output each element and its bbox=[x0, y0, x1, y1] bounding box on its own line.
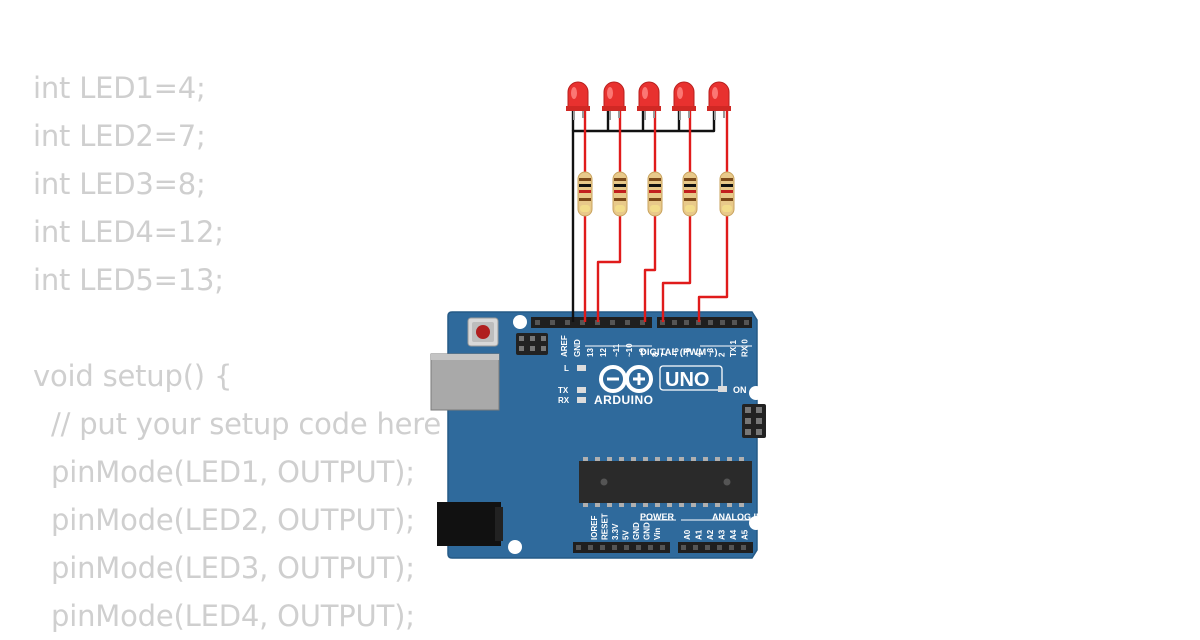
pin-label: 13 bbox=[586, 348, 595, 357]
power-header bbox=[573, 542, 670, 553]
pin-label: 3.3V bbox=[611, 523, 620, 540]
mounting-hole bbox=[513, 315, 527, 329]
pin-label: 4 bbox=[695, 352, 704, 357]
digital-header-label: DIGITAL (PWM ~) bbox=[640, 347, 718, 358]
pin-label: RESET bbox=[601, 513, 610, 540]
mounting-hole bbox=[508, 540, 522, 554]
code-line: void setup() { bbox=[33, 359, 233, 393]
signal-wires bbox=[583, 110, 729, 322]
svg-text:TX: TX bbox=[558, 386, 569, 395]
pin-label: ~3 bbox=[706, 347, 715, 357]
resistor bbox=[682, 171, 698, 217]
pin-label: 5V bbox=[622, 530, 631, 540]
arduino-logo bbox=[599, 365, 653, 393]
icsp-header-right bbox=[742, 404, 766, 438]
pin-label: A4 bbox=[729, 529, 738, 540]
wire-pin12 bbox=[596, 214, 622, 322]
code-line: int LED2=7; bbox=[33, 119, 206, 153]
code-line: pinMode(LED4, OUTPUT); bbox=[33, 599, 415, 633]
atmega-chip bbox=[579, 457, 752, 507]
resistors bbox=[577, 171, 735, 217]
icsp-header bbox=[516, 333, 548, 355]
pin-label: RX 0 bbox=[741, 339, 750, 357]
power-header-label: POWER bbox=[640, 512, 675, 522]
pin-label: 7 bbox=[660, 352, 669, 357]
pin-label: 12 bbox=[599, 348, 608, 357]
pin-label: A5 bbox=[741, 529, 750, 540]
resistor bbox=[577, 171, 593, 217]
resistor bbox=[647, 171, 663, 217]
red-led bbox=[672, 81, 696, 120]
svg-text:ON: ON bbox=[733, 385, 747, 395]
pin-label: GND bbox=[573, 339, 582, 357]
red-led bbox=[707, 81, 731, 120]
pin-label: TX 1 bbox=[729, 340, 738, 357]
code-line: int LED5=13; bbox=[33, 263, 224, 297]
resistor bbox=[612, 171, 628, 217]
onboard-led-tx: TX bbox=[558, 386, 586, 395]
model-label: UNO bbox=[665, 369, 709, 391]
onboard-led-l: L bbox=[564, 364, 586, 373]
pin-label: ~11 bbox=[612, 343, 621, 357]
usb-connector bbox=[430, 353, 500, 411]
digital-header-right bbox=[657, 317, 752, 328]
reset-button[interactable] bbox=[467, 317, 499, 347]
leds bbox=[566, 81, 731, 120]
pin-label: IOREF bbox=[590, 515, 599, 540]
onboard-led-on: ON bbox=[718, 385, 747, 395]
pin-label: ~5 bbox=[683, 347, 692, 357]
code-line: // put your setup code here bbox=[33, 407, 442, 441]
ground-wires bbox=[571, 110, 716, 322]
code-line: int LED1=4; bbox=[33, 71, 206, 105]
code-line: int LED4=12; bbox=[33, 215, 224, 249]
pin-label: GND bbox=[643, 522, 652, 540]
code-listing: int LED1=4; int LED2=7; int LED3=8; int LED… bbox=[33, 64, 441, 640]
pin-label: ~9 bbox=[638, 347, 647, 357]
mounting-hole bbox=[749, 386, 763, 400]
pin-label: GND bbox=[632, 522, 641, 540]
pin-label: 2 bbox=[718, 352, 727, 357]
code-line: pinMode(LED2, OUTPUT); bbox=[33, 503, 415, 537]
pin-label: ~10 bbox=[625, 343, 634, 357]
red-led bbox=[637, 81, 661, 120]
brand-label: ARDUINO bbox=[594, 393, 654, 407]
wire-pin7 bbox=[661, 214, 692, 322]
code-line: int LED3=8; bbox=[33, 167, 206, 201]
resistor bbox=[719, 171, 735, 217]
pin-label: Vin bbox=[653, 528, 662, 540]
pin-label: 8 bbox=[651, 352, 660, 357]
onboard-led-rx: RX bbox=[558, 396, 586, 405]
svg-text:L: L bbox=[564, 364, 569, 373]
red-led bbox=[566, 81, 590, 120]
analog-header-label: ANALOG IN bbox=[712, 512, 763, 522]
pin-label: AREF bbox=[560, 335, 569, 357]
code-line: pinMode(LED3, OUTPUT); bbox=[33, 551, 415, 585]
red-led bbox=[602, 81, 626, 120]
wire-pin4 bbox=[697, 214, 729, 322]
pin-label: A0 bbox=[683, 529, 692, 540]
code-line: pinMode(LED1, OUTPUT); bbox=[33, 455, 415, 489]
pin-label: A2 bbox=[706, 529, 715, 540]
pin-label: A1 bbox=[695, 529, 704, 540]
power-jack bbox=[437, 502, 503, 546]
svg-text:RX: RX bbox=[558, 396, 570, 405]
analog-header bbox=[678, 542, 753, 553]
digital-header-left bbox=[531, 317, 652, 328]
digital-pin-labels-left: AREF GND 13 12 ~11 ~10 ~9 8 bbox=[560, 335, 660, 357]
wire-pin8 bbox=[643, 214, 657, 322]
pin-label: A3 bbox=[718, 529, 727, 540]
pin-label: ~6 bbox=[672, 347, 681, 357]
